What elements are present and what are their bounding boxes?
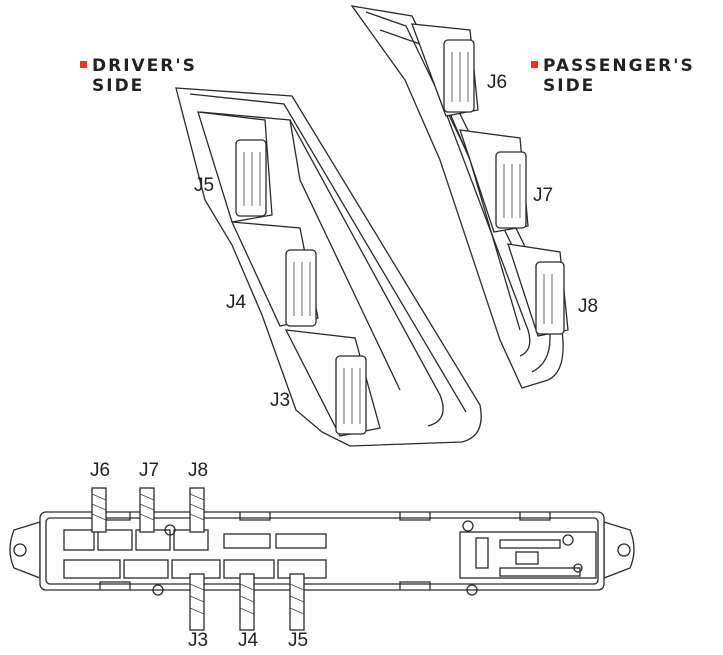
- label-module-j5: J5: [288, 630, 309, 651]
- passenger-side-label: PASSENGER'S SIDE: [531, 56, 695, 96]
- red-bullet-icon: [80, 61, 87, 68]
- wire-bundle-j8: [189, 487, 205, 533]
- driver-label-line1: DRIVER'S: [92, 56, 197, 76]
- wire-bundle-j4: [239, 573, 255, 631]
- passenger-label-line2: SIDE: [543, 76, 596, 96]
- driver-connector-j3: [335, 355, 367, 435]
- driver-side-label: DRIVER'S SIDE: [80, 56, 197, 96]
- passenger-pillar: [350, 5, 569, 389]
- label-passenger-j8: J8: [578, 296, 599, 317]
- wire-bundle-j7: [139, 487, 155, 533]
- label-module-j8: J8: [188, 460, 209, 481]
- label-driver-j4: J4: [226, 292, 247, 313]
- red-bullet-icon: [531, 61, 538, 68]
- control-module: [9, 487, 635, 631]
- label-driver-j3: J3: [270, 390, 291, 411]
- wire-bundle-j6: [91, 487, 107, 533]
- driver-label-line2: SIDE: [92, 76, 145, 96]
- driver-connector-j5: [235, 139, 267, 217]
- passenger-label-line1: PASSENGER'S: [543, 56, 695, 76]
- label-driver-j5: J5: [194, 175, 215, 196]
- label-module-j4: J4: [238, 630, 259, 651]
- passenger-connector-j6: [443, 39, 475, 113]
- driver-pillar: [175, 87, 482, 447]
- wire-bundle-j3: [189, 573, 205, 631]
- label-module-j7: J7: [139, 460, 160, 481]
- wire-bundle-j5: [289, 573, 305, 631]
- passenger-connector-j8: [535, 261, 565, 335]
- label-module-j3: J3: [188, 630, 209, 651]
- label-passenger-j6: J6: [487, 72, 508, 93]
- driver-connector-j4: [285, 249, 317, 327]
- label-module-j6: J6: [90, 460, 111, 481]
- passenger-connector-j7: [495, 151, 527, 229]
- label-passenger-j7: J7: [533, 185, 554, 206]
